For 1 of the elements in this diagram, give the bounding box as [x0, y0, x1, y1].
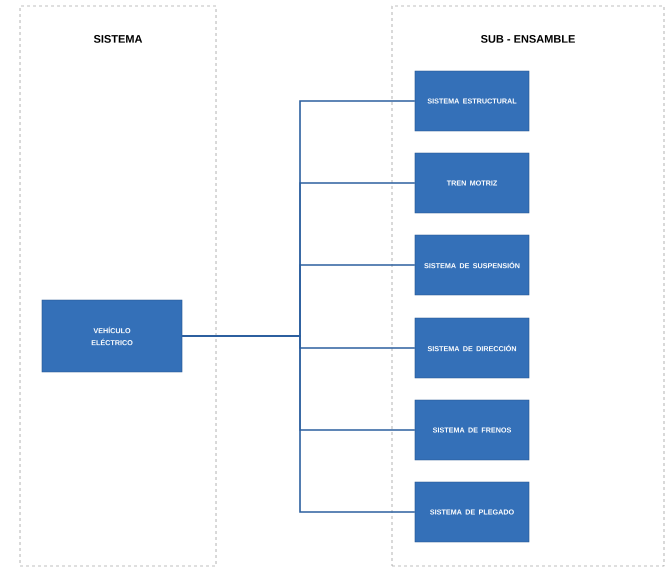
connector-line	[182, 335, 415, 513]
